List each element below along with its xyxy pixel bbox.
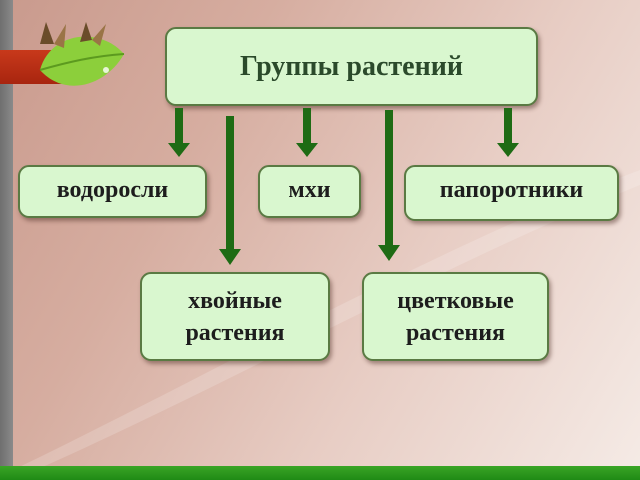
bottom-bar: [0, 466, 640, 480]
left-stripe: [0, 0, 13, 466]
arrow-to-ferns: [497, 108, 519, 157]
group-label-conifers-line1: хвойные: [188, 287, 282, 314]
group-box-ferns: папоротники: [404, 165, 619, 221]
group-label-flowering-line1: цветковые: [397, 287, 514, 314]
arrow-to-flowering: [378, 110, 400, 261]
group-label-mosses: мхи: [288, 177, 331, 203]
group-box-conifers: хвойные растения: [140, 272, 330, 361]
group-label-conifers-line2: растения: [185, 319, 285, 346]
group-box-algae: водоросли: [18, 165, 207, 218]
group-label-algae: водоросли: [56, 177, 169, 203]
group-box-flowering: цветковые растения: [362, 272, 549, 361]
arrow-to-conifers: [219, 116, 241, 265]
group-label-ferns: папоротники: [439, 177, 584, 203]
group-label-flowering-line2: растения: [405, 319, 506, 346]
arrow-to-algae: [168, 108, 190, 157]
arrow-to-mosses: [296, 108, 318, 157]
group-box-mosses: мхи: [258, 165, 361, 218]
title-box: Группы растений: [165, 27, 538, 106]
leaf-with-butterflies-icon: [39, 22, 125, 86]
diagram-title: Группы растений: [240, 50, 463, 82]
